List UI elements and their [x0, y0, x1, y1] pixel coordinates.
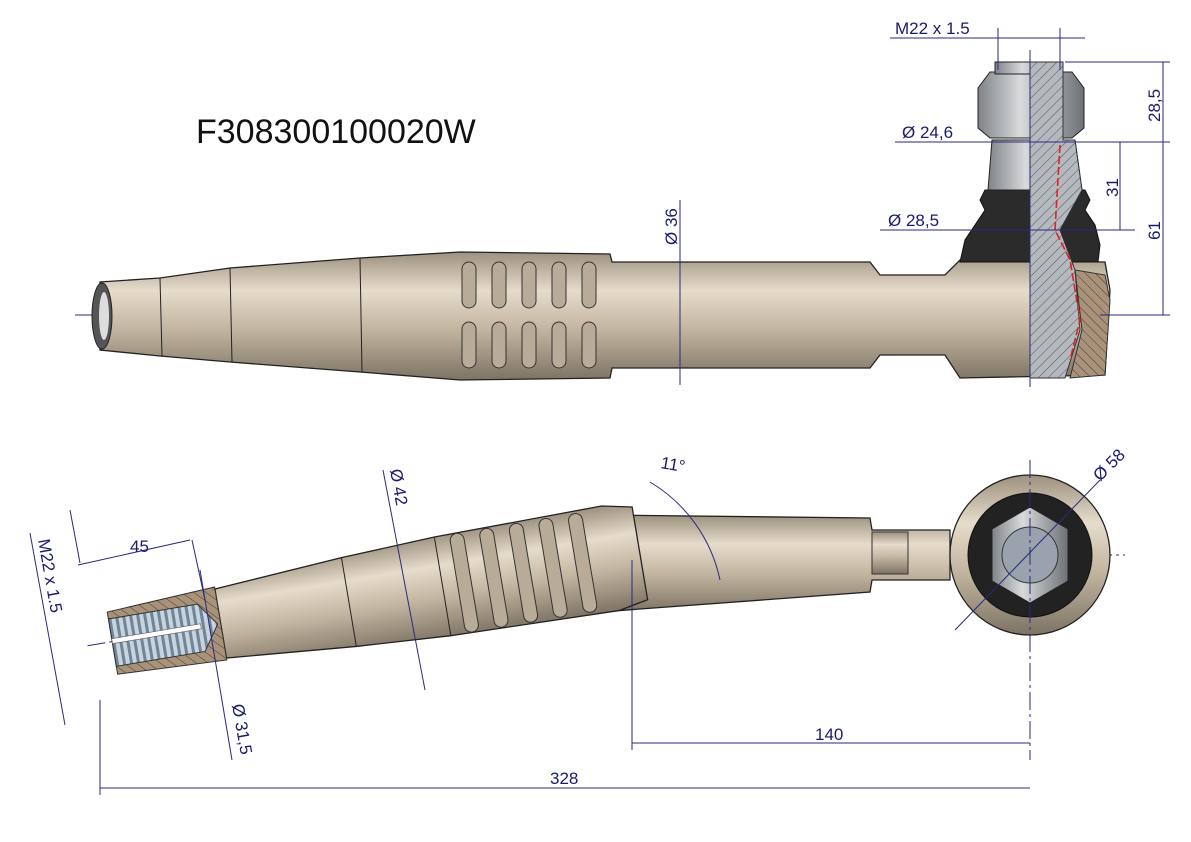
neck-boss	[871, 531, 909, 575]
dim-tip-thread: M22 x 1.5	[34, 537, 66, 614]
dim-grip-diameter: Ø 42	[386, 467, 411, 507]
rod-straight	[599, 514, 951, 613]
edge	[359, 257, 363, 373]
dim-total-height: 61	[1145, 221, 1164, 240]
dimension-lines	[679, 28, 1170, 385]
dim-angle: 11°	[659, 453, 686, 476]
dim-stud-diameter: Ø 24,6	[902, 123, 953, 142]
dim-boot-diameter: Ø 28,5	[888, 211, 939, 230]
edge	[229, 267, 233, 363]
dim-top-thread: M22 x 1.5	[895, 19, 970, 38]
dim-eye-diameter: Ø 58	[1089, 445, 1128, 484]
bottom-view: 45 M22 x 1.5 Ø 31,5 Ø 42 11° Ø 58 140 32…	[29, 445, 1129, 795]
top-view: M22 x 1.5 28,5 Ø 24,6 31 61 Ø 28,5 Ø 36	[75, 19, 1170, 390]
dim-rod-diameter: Ø 36	[662, 208, 681, 245]
grip-ribs	[449, 513, 598, 633]
dim-nut-height: 28,5	[1145, 89, 1164, 122]
grease-line	[1054, 144, 1081, 361]
dimension-lines	[29, 469, 1101, 795]
housing-section	[1069, 269, 1111, 379]
dim-cone-height: 31	[1103, 178, 1122, 197]
edge	[340, 557, 357, 647]
dim-tip-diameter: Ø 31,5	[228, 702, 256, 756]
grip-ribs	[461, 261, 597, 369]
tie-rod-body	[99, 251, 1111, 381]
tie-rod-angled	[214, 505, 649, 659]
dim-offset: 140	[815, 725, 843, 744]
part-number: F308300100020W	[196, 113, 476, 151]
edge	[159, 277, 163, 357]
slot	[111, 623, 202, 644]
tip-bore	[99, 292, 109, 340]
dim-thread-length: 45	[130, 537, 149, 556]
dim-total-length: 328	[550, 769, 578, 788]
edge	[433, 536, 452, 636]
angled-section	[87, 505, 649, 675]
